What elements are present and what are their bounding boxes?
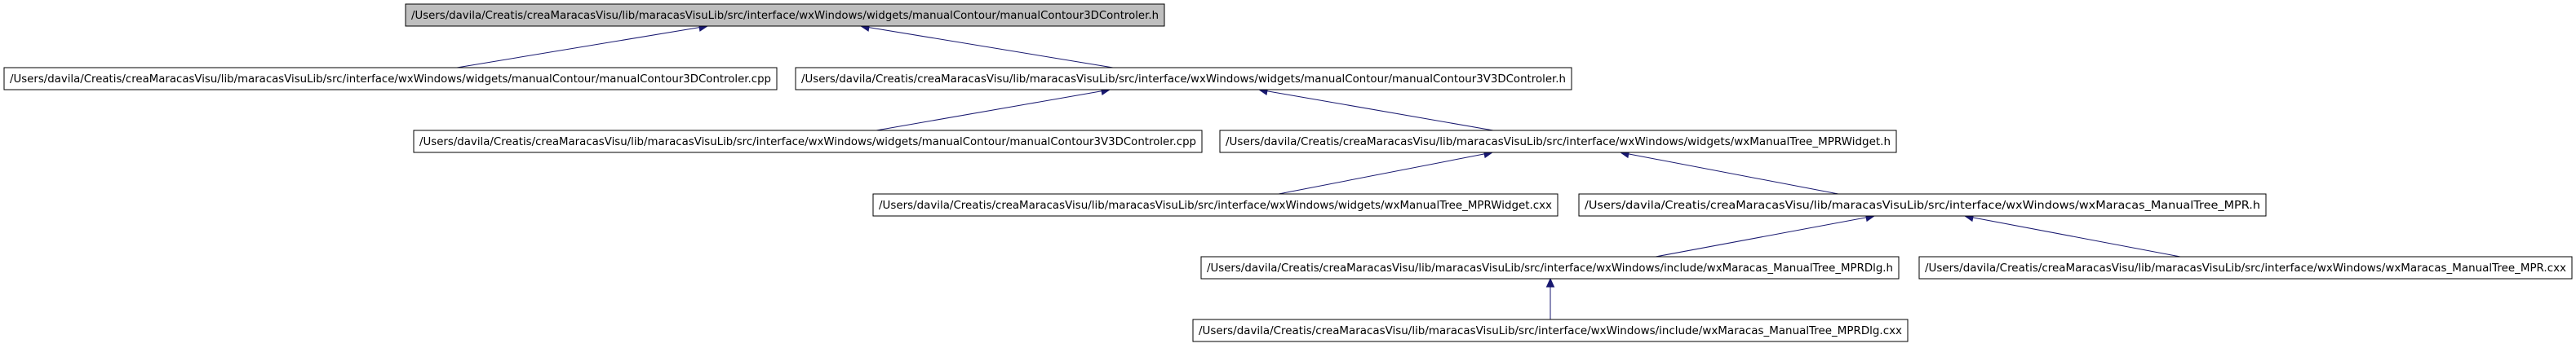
edge-n4-to-n2 <box>1257 86 1494 131</box>
node-box <box>413 130 1203 153</box>
node-box <box>1578 193 2267 217</box>
edge-n2-to-n0 <box>859 23 1114 68</box>
graph-node-n8[interactable]: /Users/davila/Creatis/creaMaracasVisu/li… <box>1918 256 2573 280</box>
edge-line <box>1266 90 1494 131</box>
edge-arrowhead <box>1545 277 1555 288</box>
graph-node-n1[interactable]: /Users/davila/Creatis/creaMaracasVisu/li… <box>3 67 778 90</box>
node-box <box>872 193 1558 217</box>
edge-n3-to-n2 <box>876 86 1111 131</box>
edge-line <box>1278 153 1485 195</box>
graph-node-n3[interactable]: /Users/davila/Creatis/creaMaracasVisu/li… <box>413 130 1203 153</box>
node-label: /Users/davila/Creatis/creaMaracasVisu/li… <box>801 73 1566 86</box>
edge-line <box>1655 217 1867 258</box>
node-box <box>1192 319 1909 342</box>
node-label: /Users/davila/Creatis/creaMaracasVisu/li… <box>419 136 1196 148</box>
edge-n6-to-n4 <box>1619 149 1839 195</box>
edge-n7-to-n6 <box>1655 213 1876 258</box>
edge-n8-to-n6 <box>1963 213 2181 258</box>
node-label: /Users/davila/Creatis/creaMaracasVisu/li… <box>879 200 1552 212</box>
graph-node-n4[interactable]: /Users/davila/Creatis/creaMaracasVisu/li… <box>1219 130 1897 153</box>
edge-n5-to-n4 <box>1278 149 1494 195</box>
node-label: /Users/davila/Creatis/creaMaracasVisu/li… <box>411 10 1159 22</box>
node-box <box>1200 256 1900 280</box>
graph-node-n7[interactable]: /Users/davila/Creatis/creaMaracasVisu/li… <box>1200 256 1900 280</box>
edge-line <box>868 27 1114 68</box>
graph-node-n0[interactable]: /Users/davila/Creatis/creaMaracasVisu/li… <box>405 3 1165 27</box>
edge-n9-to-n7 <box>1545 277 1555 319</box>
edge-n1-to-n0 <box>456 23 709 68</box>
nodes-layer: /Users/davila/Creatis/creaMaracasVisu/li… <box>3 3 2573 342</box>
node-box <box>3 67 778 90</box>
graph-node-n5[interactable]: /Users/davila/Creatis/creaMaracasVisu/li… <box>872 193 1558 217</box>
node-box <box>1918 256 2573 280</box>
node-label: /Users/davila/Creatis/creaMaracasVisu/li… <box>1925 262 2566 275</box>
node-box <box>1219 130 1897 153</box>
edge-line <box>1628 153 1839 195</box>
edge-line <box>456 27 700 68</box>
edge-line <box>1972 217 2181 258</box>
node-label: /Users/davila/Creatis/creaMaracasVisu/li… <box>10 73 771 86</box>
graph-node-n6[interactable]: /Users/davila/Creatis/creaMaracasVisu/li… <box>1578 193 2267 217</box>
node-label: /Users/davila/Creatis/creaMaracasVisu/li… <box>1207 262 1893 275</box>
graph-node-n9[interactable]: /Users/davila/Creatis/creaMaracasVisu/li… <box>1192 319 1909 342</box>
node-box <box>795 67 1572 90</box>
node-label: /Users/davila/Creatis/creaMaracasVisu/li… <box>1226 136 1891 148</box>
node-label: /Users/davila/Creatis/creaMaracasVisu/li… <box>1585 200 2260 212</box>
node-box <box>405 3 1165 27</box>
node-label: /Users/davila/Creatis/creaMaracasVisu/li… <box>1199 325 1902 337</box>
graph-node-n2[interactable]: /Users/davila/Creatis/creaMaracasVisu/li… <box>795 67 1572 90</box>
edge-line <box>876 90 1102 131</box>
